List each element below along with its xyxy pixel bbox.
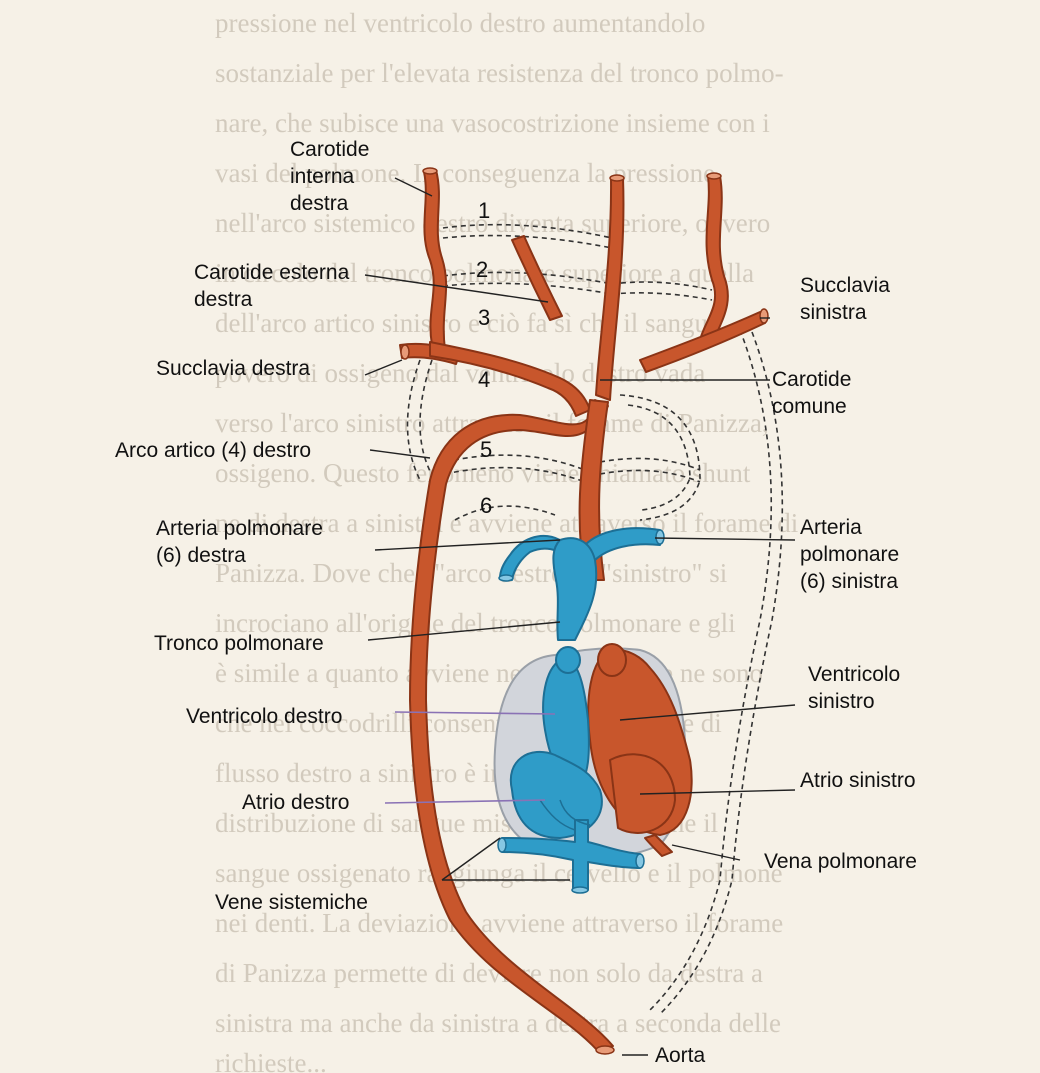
vessel-opening — [707, 173, 721, 179]
arch-2-outline — [443, 283, 612, 294]
leader-vene-sistemiche-1 — [442, 838, 500, 880]
arch-5-left-outline — [600, 458, 700, 470]
label-atrio-destro: Atrio destro — [242, 789, 349, 816]
label-vene-sistemiche: Vene sistemiche — [215, 889, 368, 916]
leader-tronco-polmonare — [368, 622, 560, 640]
arch-4-right-outline — [408, 360, 421, 480]
left-aorta-outline — [660, 332, 782, 1014]
label-arco-artico-destro: Arco artico (4) destro — [115, 437, 311, 464]
label-tronco-polmonare: Tronco polmonare — [154, 630, 324, 657]
arch-5-outline — [445, 468, 585, 482]
carotide-esterna-destra-vessel — [512, 236, 562, 320]
label-carotide-interna-destra: Carotide interna destra — [290, 136, 369, 217]
arch-number-1: 1 — [478, 198, 490, 224]
vessel-opening — [498, 838, 506, 852]
label-arteria-polmonare-sinistra: Arteria polmonare (6) sinistra — [800, 514, 899, 595]
arch-5-left-outline — [600, 470, 700, 482]
label-aorta: Aorta — [655, 1042, 705, 1069]
vessel-opening — [636, 854, 644, 868]
arch-6-outline — [455, 506, 555, 520]
tronco-polmonare-vessel — [553, 538, 596, 640]
leader-carotide-esterna — [365, 275, 548, 302]
arch-number-5: 5 — [480, 437, 492, 463]
label-succlavia-destra: Succlavia destra — [156, 355, 310, 382]
vessel-opening — [401, 345, 409, 359]
left-arch-4-outline — [628, 405, 690, 510]
vessel-opening — [423, 168, 437, 174]
vessel-opening — [572, 887, 588, 893]
arch-2-left-outline — [612, 293, 712, 300]
carotide-sinistra-vessel — [700, 176, 728, 345]
arch-number-4: 4 — [478, 367, 490, 393]
label-carotide-esterna-destra: Carotide esterna destra — [194, 259, 349, 313]
label-arteria-polmonare-destra: Arteria polmonare (6) destra — [156, 515, 323, 569]
arch-number-3: 3 — [478, 305, 490, 331]
arch-number-6: 6 — [480, 493, 492, 519]
aortic-bulb — [598, 644, 626, 676]
tronco-brachiocefalico-vessel — [430, 342, 590, 416]
succlavia-sinistra-vessel — [640, 312, 765, 372]
carotide-comune-vessel — [596, 178, 623, 400]
label-carotide-comune: Carotide comune — [772, 366, 851, 420]
vessel-opening — [760, 309, 768, 323]
pulmonary-bulb — [556, 647, 580, 673]
label-atrio-sinistro: Atrio sinistro — [800, 767, 916, 794]
leader-vena-polmonare — [672, 845, 740, 860]
leader-succlavia-destra — [365, 360, 402, 375]
label-ventricolo-destro: Ventricolo destro — [186, 703, 342, 730]
left-aorta-outline — [650, 330, 771, 1010]
dashed-arch-outlines — [408, 225, 783, 1014]
leader-arteria-polmonare-sinistra — [655, 538, 795, 540]
carotide-interna-destra-vessel — [424, 170, 446, 350]
label-vena-polmonare: Vena polmonare — [764, 848, 917, 875]
vessel-opening — [610, 175, 624, 181]
label-ventricolo-sinistro: Ventricolo sinistro — [808, 661, 900, 715]
arch-2-left-outline — [612, 282, 712, 290]
arch-5-outline — [445, 455, 585, 470]
leader-arco-artico — [370, 450, 430, 458]
vessel-opening — [596, 1046, 614, 1054]
label-succlavia-sinistra: Succlavia sinistra — [800, 272, 890, 326]
vessel-opening — [499, 575, 513, 581]
vessel-opening — [656, 530, 664, 544]
arch-number-2: 2 — [476, 257, 488, 283]
